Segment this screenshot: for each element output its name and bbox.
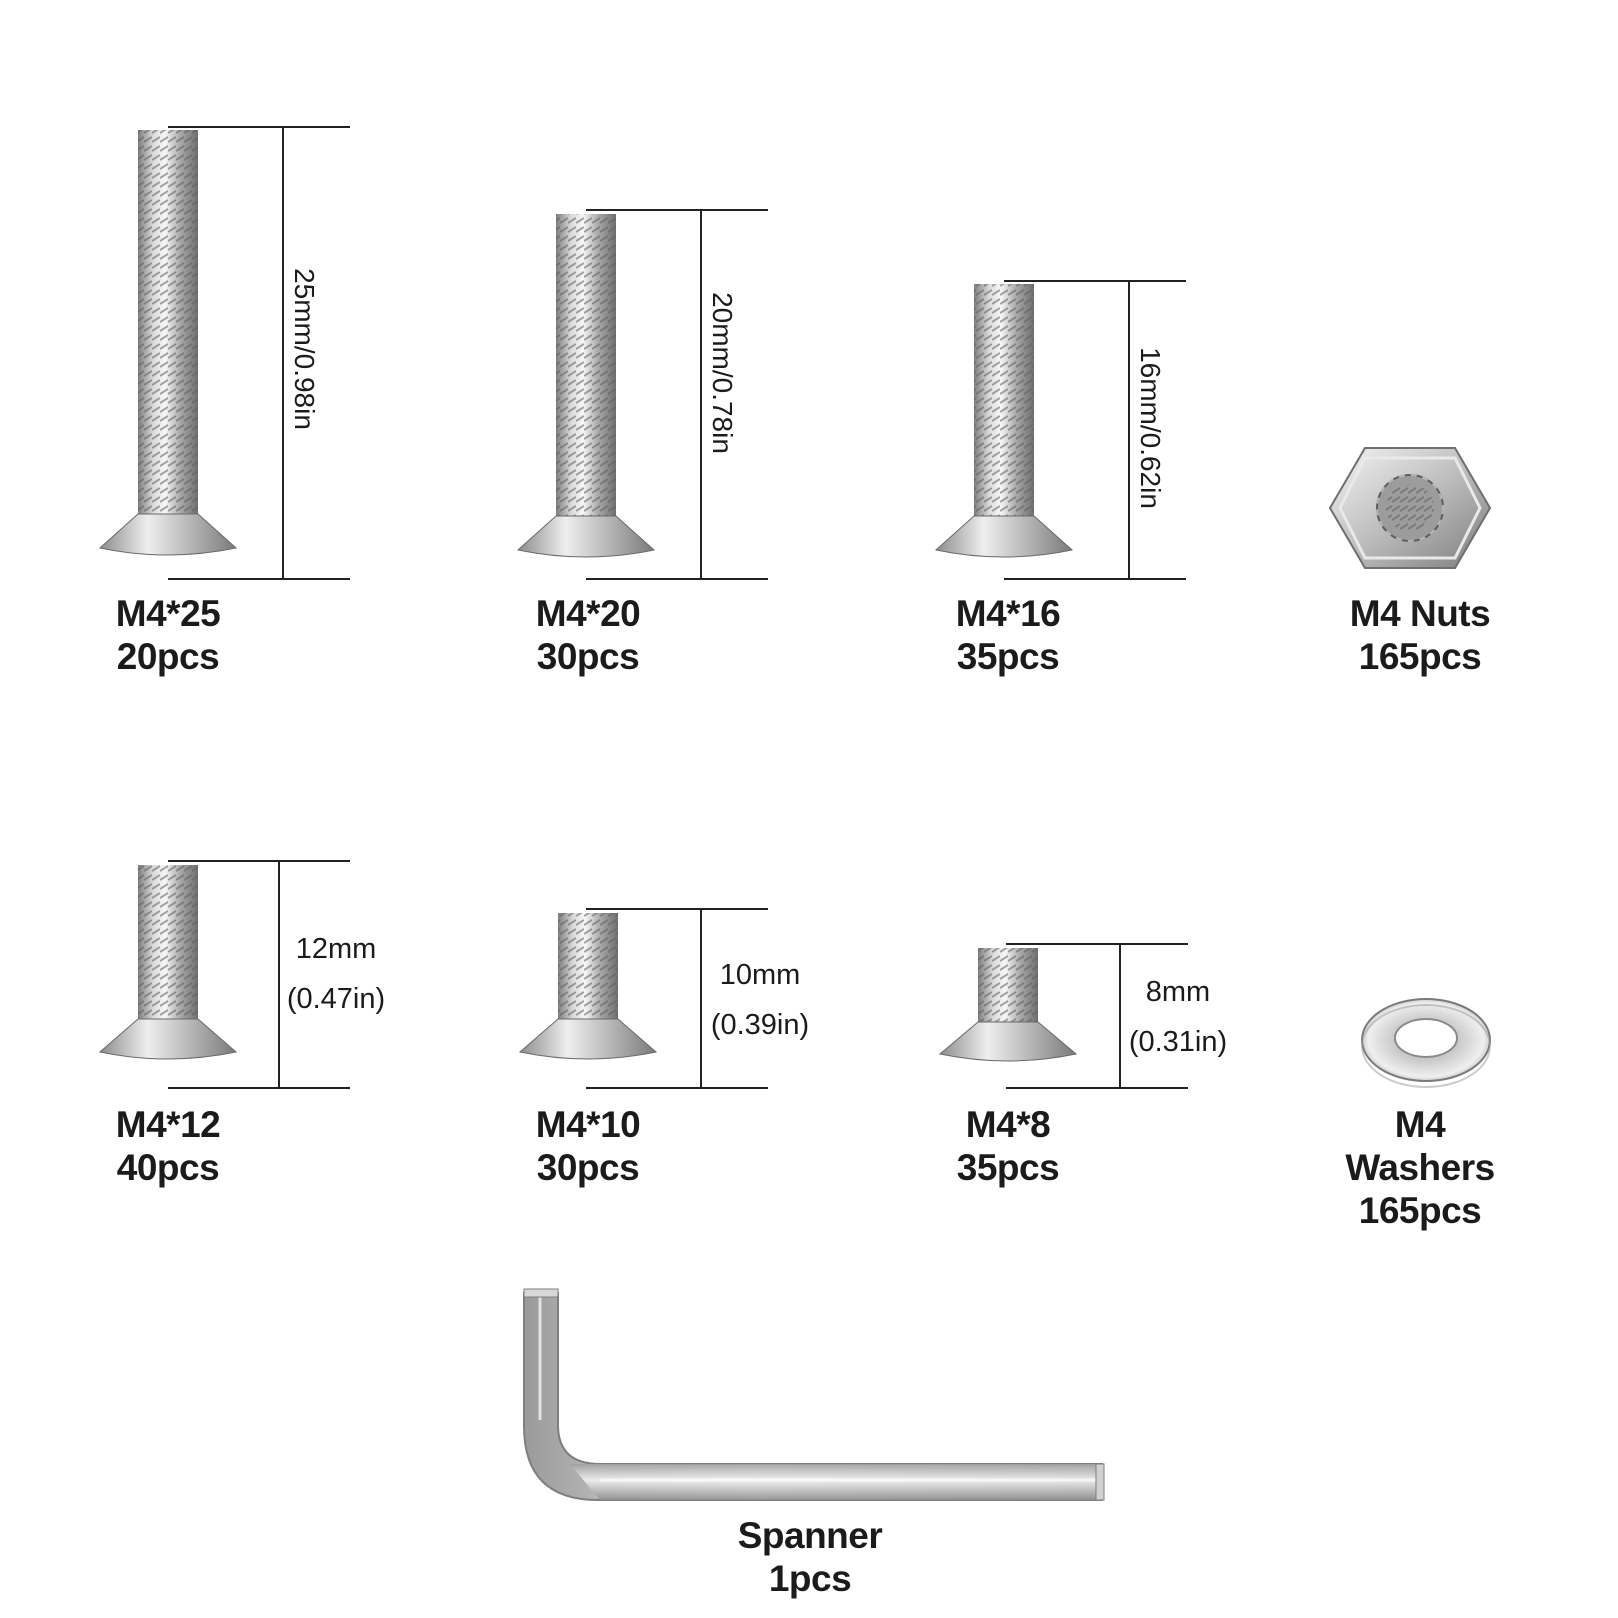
item-label-m4x20: M4*20 30pcs xyxy=(508,592,668,678)
dimension-in: (0.47in) xyxy=(286,983,386,1015)
item-label-m4x10: M4*10 30pcs xyxy=(508,1103,668,1189)
item-size: M4*20 xyxy=(535,593,641,634)
countersunk-screw-icon xyxy=(98,130,238,556)
countersunk-screw-icon xyxy=(934,284,1074,558)
item-quantity: 20pcs xyxy=(116,636,220,677)
item-quantity: 165pcs xyxy=(1358,1190,1482,1231)
item-quantity: 165pcs xyxy=(1358,636,1482,677)
hex-nut-icon xyxy=(1328,447,1492,569)
item-label-spanner: Spanner 1pcs xyxy=(700,1514,920,1600)
hex-key-spanner-icon xyxy=(523,1288,1105,1501)
countersunk-screw-icon xyxy=(516,214,656,558)
item-size: M4*16 xyxy=(955,593,1061,634)
dimension-label: 20mm/0.78in xyxy=(707,292,738,454)
item-size: M4*8 xyxy=(965,1104,1051,1145)
dimension-mm: 12mm xyxy=(295,933,377,965)
item-quantity: 35pcs xyxy=(956,636,1060,677)
dimension-line xyxy=(168,126,350,580)
item-label-washers: M4 Washers 165pcs xyxy=(1320,1103,1520,1232)
dimension-label: 8mm (0.31in) xyxy=(1118,967,1238,1067)
dimension-label: 10mm (0.39in) xyxy=(700,950,820,1050)
item-label-m4x8: M4*8 35pcs xyxy=(928,1103,1088,1189)
countersunk-screw-icon xyxy=(98,865,238,1060)
dimension-mm: 8mm xyxy=(1145,976,1211,1008)
dimension-line xyxy=(586,209,768,580)
item-quantity: 1pcs xyxy=(768,1558,852,1599)
item-quantity: 35pcs xyxy=(956,1147,1060,1188)
item-quantity: 40pcs xyxy=(116,1147,220,1188)
countersunk-screw-icon xyxy=(518,913,658,1060)
item-size: M4*12 xyxy=(115,1104,221,1145)
flat-washer-icon xyxy=(1361,998,1491,1088)
item-label-m4x16: M4*16 35pcs xyxy=(928,592,1088,678)
item-size: M4*10 xyxy=(535,1104,641,1145)
dimension-line xyxy=(1004,280,1186,580)
dimension-line xyxy=(1006,943,1188,1089)
dimension-in: (0.31in) xyxy=(1128,1026,1228,1058)
item-label-m4x12: M4*12 40pcs xyxy=(88,1103,248,1189)
item-quantity: 30pcs xyxy=(536,1147,640,1188)
item-size: M4 Nuts xyxy=(1349,593,1491,634)
dimension-label: 12mm (0.47in) xyxy=(276,924,396,1024)
item-size: Spanner xyxy=(737,1515,883,1556)
dimension-line xyxy=(586,908,768,1089)
dimension-label: 16mm/0.62in xyxy=(1135,347,1166,509)
item-label-nuts: M4 Nuts 165pcs xyxy=(1320,592,1520,678)
dimension-label: 25mm/0.98in xyxy=(289,268,320,430)
dimension-mm: 10mm xyxy=(719,959,801,991)
item-label-m4x25: M4*25 20pcs xyxy=(88,592,248,678)
item-size: M4 xyxy=(1394,1104,1446,1145)
item-size: M4*25 xyxy=(115,593,221,634)
dimension-line xyxy=(168,860,350,1089)
item-quantity: 30pcs xyxy=(536,636,640,677)
dimension-in: (0.39in) xyxy=(710,1009,810,1041)
countersunk-screw-icon xyxy=(938,948,1078,1062)
item-type: Washers xyxy=(1345,1147,1495,1188)
